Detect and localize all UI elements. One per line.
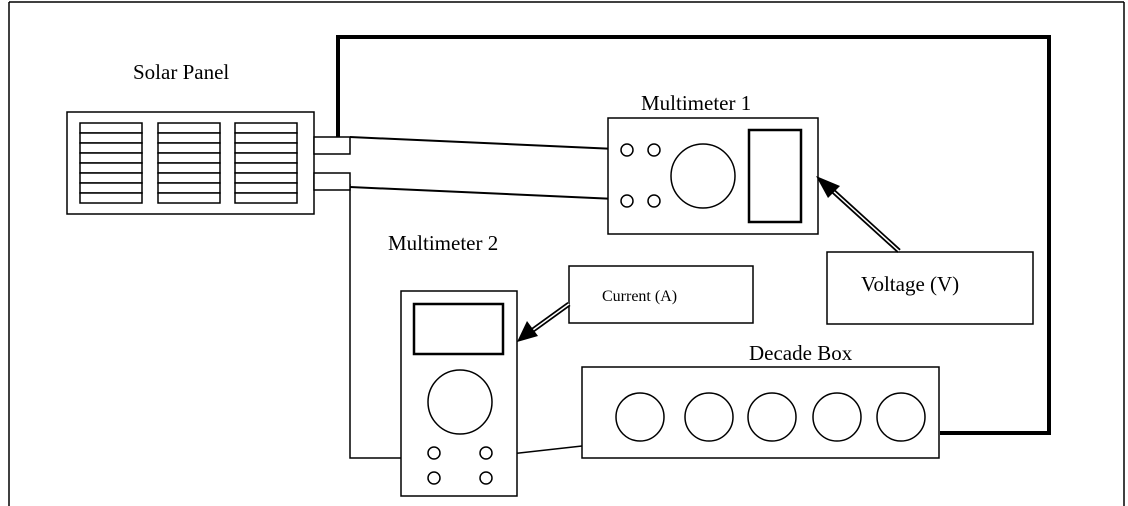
multimeter-1-label: Multimeter 1: [641, 91, 751, 115]
decade-box-label: Decade Box: [749, 341, 853, 365]
wire-panel-to-multimeter-2: [349, 184, 401, 459]
multimeter-2-display: [412, 302, 505, 356]
current-callout-box: [568, 265, 754, 324]
decade-box-knob: [684, 392, 734, 442]
multimeter-2-jack: [427, 471, 441, 485]
solar-panel-cells: [79, 122, 298, 204]
solar-panel-terminal-bottom: [313, 172, 351, 191]
lead-panel-to-mm1-top: [349, 136, 617, 150]
multimeter-1: [607, 117, 819, 235]
voltage-callout-label: Voltage (V): [861, 272, 959, 296]
wire-top-loop: [336, 35, 1051, 435]
multimeter-2-jack: [479, 446, 493, 460]
multimeter-1-dial: [670, 143, 736, 209]
decade-box-knob: [876, 392, 926, 442]
decade-box-knob: [615, 392, 665, 442]
multimeter-2-jack: [479, 471, 493, 485]
diagram-border: [8, 1, 1125, 506]
multimeter-1-jack: [647, 143, 661, 157]
voltage-callout-box: [826, 251, 1034, 325]
multimeter-2-label: Multimeter 2: [388, 231, 498, 255]
decade-box: [581, 366, 940, 459]
multimeter-2: [400, 290, 518, 497]
multimeter-2-dial: [427, 369, 493, 435]
current-arrow: [517, 301, 571, 342]
decade-box-knob: [812, 392, 862, 442]
voltage-arrow: [816, 176, 901, 253]
multimeter-1-jack: [620, 143, 634, 157]
multimeter-2-jack: [427, 446, 441, 460]
multimeter-1-jack: [620, 194, 634, 208]
current-callout-label: Current (A): [602, 288, 677, 305]
multimeter-1-jack: [647, 194, 661, 208]
solar-panel-label: Solar Panel: [133, 60, 229, 84]
solar-panel-terminal-top: [313, 136, 351, 155]
lead-panel-to-mm1-bottom: [349, 186, 617, 200]
multimeter-1-display: [747, 128, 803, 224]
decade-box-knob: [747, 392, 797, 442]
solar-panel: [66, 111, 351, 215]
